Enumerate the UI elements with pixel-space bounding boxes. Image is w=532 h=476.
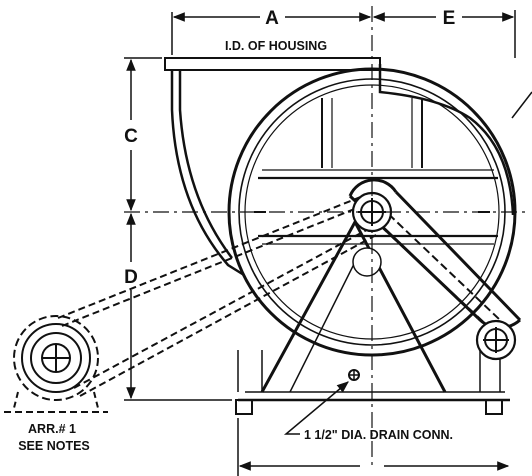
motor-sheave [4,315,108,413]
housing-id-label: I.D. OF HOUSING [225,39,327,53]
dimension-c-label: C [124,126,138,147]
arrangement-label: ARR.# 1 [28,422,76,436]
dimension-a-label: A [265,8,279,29]
arm-sheave [475,319,517,361]
dimension-e-label: E [443,8,456,29]
base-frame [235,350,510,415]
drain-label: 1 1/2" DIA. DRAIN CONN. [304,428,453,442]
v-belt [57,193,379,397]
centerlines [124,6,530,470]
dimension-d-label: D [124,267,138,288]
dimension-lines [124,10,532,476]
see-notes-label: SEE NOTES [18,439,90,453]
fan-housing [164,57,515,277]
drain-connection [348,369,360,381]
